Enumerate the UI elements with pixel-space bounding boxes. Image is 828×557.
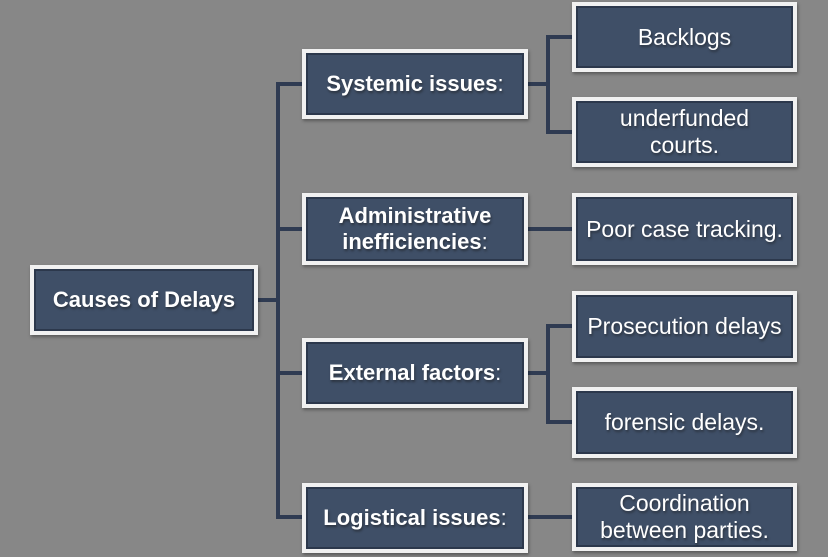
connector-branch-administrative bbox=[276, 227, 302, 231]
connector-systemic-stub bbox=[526, 82, 550, 86]
node-label: Coordination between parties. bbox=[600, 490, 769, 543]
connector-external-vertical bbox=[546, 324, 550, 424]
connector-to-poor-case-tracking bbox=[526, 227, 574, 231]
connector-branch-systemic bbox=[276, 82, 302, 86]
connector-to-backlogs bbox=[546, 35, 574, 39]
node-label: Backlogs bbox=[637, 23, 732, 50]
node-label: Logistical issues: bbox=[323, 505, 507, 531]
connector-systemic-vertical bbox=[546, 35, 550, 134]
node-prosecution-delays: Prosecution delays bbox=[572, 291, 797, 362]
connector-to-forensic-delays bbox=[546, 420, 574, 424]
node-systemic-issues: Systemic issues: bbox=[302, 49, 528, 119]
node-label: Prosecution delays bbox=[587, 313, 782, 340]
node-label: Systemic issues: bbox=[326, 71, 504, 97]
node-label: underfunded courts. bbox=[619, 105, 750, 158]
node-forensic-delays: forensic delays. bbox=[572, 387, 797, 458]
node-poor-case-tracking: Poor case tracking. bbox=[572, 193, 797, 265]
node-backlogs: Backlogs bbox=[572, 2, 797, 72]
connector-branch-logistical bbox=[276, 515, 302, 519]
node-label: forensic delays. bbox=[604, 409, 765, 436]
node-label: Administrative inefficiencies: bbox=[338, 203, 492, 254]
connector-to-coordination bbox=[526, 515, 574, 519]
connector-trunk-vertical bbox=[276, 82, 280, 519]
node-external-factors: External factors: bbox=[302, 338, 528, 408]
node-coordination-between-parties: Coordination between parties. bbox=[572, 483, 797, 551]
node-logistical-issues: Logistical issues: bbox=[302, 483, 528, 553]
node-label: Causes of Delays bbox=[52, 287, 236, 313]
connector-to-prosecution-delays bbox=[546, 324, 574, 328]
connector-root-stub bbox=[256, 298, 280, 302]
connector-branch-external bbox=[276, 371, 302, 375]
node-administrative-inefficiencies: Administrative inefficiencies: bbox=[302, 193, 528, 265]
node-label: Poor case tracking. bbox=[586, 215, 783, 242]
connector-to-underfunded-courts bbox=[546, 130, 574, 134]
node-label: External factors: bbox=[328, 360, 502, 386]
connector-external-stub bbox=[526, 371, 550, 375]
node-underfunded-courts: underfunded courts. bbox=[572, 97, 797, 167]
node-causes-of-delays: Causes of Delays bbox=[30, 265, 258, 335]
